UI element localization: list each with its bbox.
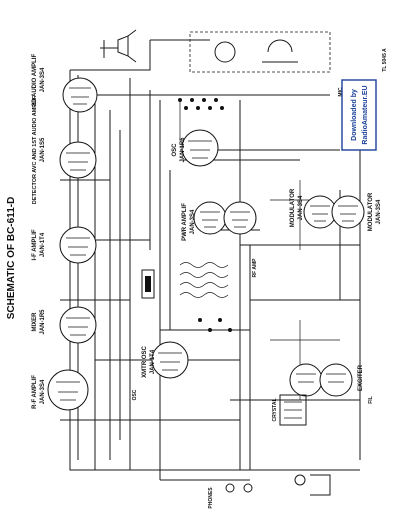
speaker-symbol (100, 29, 137, 63)
tube-function: MODULATOR (290, 188, 296, 227)
tube-type: JAN-3S4 (40, 379, 46, 404)
tube-label-if-amplifier: I-F AMPLIF JAN-1T4 (32, 229, 46, 260)
watermark-line-1: Downloaded by (351, 89, 358, 141)
label-crystal: CRYSTAL (272, 398, 278, 421)
tube-oscillator (181, 129, 219, 167)
label-rf-amp: RF AMP (252, 258, 258, 278)
tube-type: JAN-1T4 (150, 349, 156, 374)
tube-function: DETECTOR AVC AND 1ST AUDIO AMPLIF (32, 95, 38, 204)
crystal-unit (279, 394, 307, 426)
tube-detector (59, 141, 97, 179)
tube-modulator-1 (303, 195, 337, 229)
tube-modulator-2 (331, 195, 365, 229)
tube-type: JAN-3S4 (190, 209, 196, 234)
tube-label-modulator-2: MODULATOR JAN-3S4 (368, 192, 382, 231)
tube-function: XMTR OSC (142, 346, 148, 378)
label-osc-local: OSC (132, 389, 138, 400)
label-fil: FIL (368, 396, 374, 404)
tube-label-transmitter-oscillator: XMTR OSC JAN-1T4 (142, 346, 156, 378)
tube-transmitter-oscillator (151, 341, 189, 379)
tube-function: 2D AUDIO AMPLIF (32, 54, 38, 107)
tube-function: MIXER (32, 312, 38, 332)
tube-type: JAN-1S5 (40, 137, 46, 162)
tube-power-amplifier-1 (193, 201, 227, 235)
watermark-box: Downloaded by RadioAmateur.EU (341, 79, 377, 151)
wiring-frame (60, 31, 361, 481)
tube-label-oscillator: OSC JAN-1R5 (172, 137, 186, 163)
tube-label-audio-amplifier: 2D AUDIO AMPLIF JAN-3S4 (32, 54, 46, 107)
schematic-title: SCHEMATIC OF BC-611-D (6, 197, 17, 320)
tube-exciter-2 (319, 363, 353, 397)
label-exciter: EXCITER (358, 364, 364, 391)
tube-type: JAN-1T4 (40, 232, 46, 257)
tube-type: JAN-3S4 (298, 195, 304, 220)
tube-label-rf-amplifier: R-F AMPLIF JAN-3S4 (32, 375, 46, 409)
tube-function: R-F AMPLIF (32, 375, 38, 409)
tube-label-detector: DETECTOR AVC AND 1ST AUDIO AMPLIF JAN-1S… (32, 95, 46, 204)
switch-bank (178, 98, 232, 332)
jacks-bottom (225, 474, 331, 496)
coil-assembly (141, 262, 229, 299)
tube-mixer (59, 306, 97, 344)
headphone-symbol (214, 39, 298, 63)
tube-function: PWR AMPLIF (182, 203, 188, 241)
tube-type: JAN-3S4 (40, 67, 46, 92)
tube-exciter-1 (289, 363, 323, 397)
tube-function: I-F AMPLIF (32, 229, 38, 260)
tube-audio-amplifier (62, 77, 98, 113)
tube-type: JAN-3S4 (376, 199, 382, 224)
label-phones: PHONES (208, 487, 214, 509)
tube-type: JAN-1R5 (40, 309, 46, 335)
watermark-line-2: RadioAmateur.EU (362, 85, 369, 144)
figure-id: TL 5045 A (382, 48, 388, 72)
tube-power-amplifier-2 (223, 201, 257, 235)
tube-label-modulator-1: MODULATOR JAN-3S4 (290, 188, 304, 227)
label-mic: MIC (338, 87, 344, 97)
tube-label-mixer: MIXER JAN-1R5 (32, 309, 46, 335)
tube-function: OSC (172, 143, 178, 157)
tube-type: JAN-1R5 (180, 137, 186, 163)
tube-function: MODULATOR (368, 192, 374, 231)
tube-label-power-amplifier: PWR AMPLIF JAN-3S4 (182, 203, 196, 241)
tube-if-amplifier (59, 226, 97, 264)
tube-rf-amplifier (47, 369, 89, 411)
